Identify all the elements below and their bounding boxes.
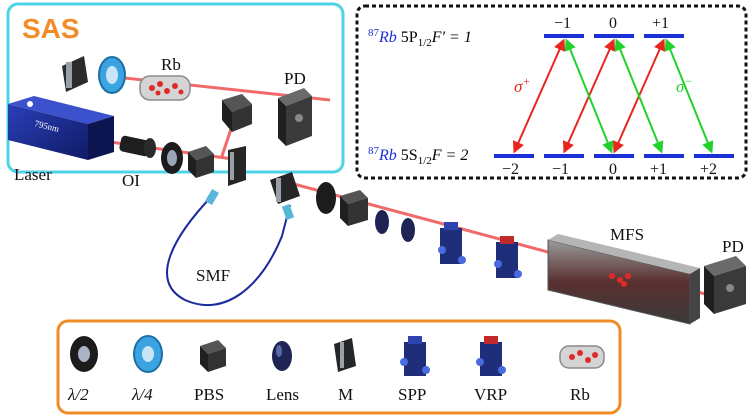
optical-isolator-icon (119, 135, 156, 158)
oi-label: OI (122, 171, 140, 190)
mfs-label: MFS (610, 225, 644, 244)
main-lens-2-icon (401, 218, 415, 242)
legend-label-7: Rb (570, 385, 590, 404)
main-wave-plate-2-icon (316, 182, 336, 214)
lower-mf-label-4: +2 (700, 161, 717, 178)
sas-pd-icon (278, 88, 312, 146)
main-half-wave-plate-icon (161, 142, 183, 174)
legend-label-1: λ/4 (131, 385, 153, 404)
upper-mf-label-1: 0 (609, 15, 617, 32)
sas-pd-label: PD (284, 69, 306, 88)
lower-mf-label-0: −2 (502, 161, 519, 178)
sigma-minus-label: σ− (676, 74, 693, 96)
legend-label-2: PBS (194, 385, 224, 404)
main-pbs-icon (188, 146, 214, 178)
lower-mf-label-1: −1 (552, 161, 569, 178)
fiber-coupler-mirror-icon (270, 172, 300, 204)
upper-state-label: 87Rb 5P1/2F′ = 1 (368, 27, 472, 49)
sigma-plus-label: σ+ (514, 74, 531, 96)
main-path-optics (316, 182, 522, 278)
sas-quarter-wave-plate-icon (98, 56, 126, 94)
sas-pbs-icon (222, 94, 252, 132)
energy-level-diagram: 87Rb 5P1/2F′ = 1 87Rb 5S1/2F = 2 −1 0 +1… (355, 4, 748, 180)
single-mode-fiber (166, 188, 295, 306)
component-legend: λ/2 λ/4 PBS Lens (56, 319, 622, 415)
sas-mirror-icon (62, 56, 88, 92)
main-mirror-icon (228, 146, 246, 186)
legend-border (56, 319, 622, 415)
spp-icon (400, 336, 430, 376)
laser-unit: 795nm (8, 96, 114, 160)
main-pd-label: PD (722, 237, 744, 256)
level-diagram-border (355, 4, 748, 180)
main-pbs-2-icon (340, 190, 368, 226)
magnetic-field-shield-icon (547, 234, 700, 325)
legend-item-mirror: M (334, 338, 356, 404)
main-vrp-icon (494, 236, 522, 278)
main-spp-icon (438, 222, 466, 264)
legend-label-0: λ/2 (67, 385, 89, 404)
legend-label-5: SPP (398, 385, 426, 404)
main-lens-icon (375, 210, 389, 234)
sigma-plus-arrow-1 (512, 38, 566, 154)
legend-item-vrp: VRP (474, 336, 507, 404)
laser-label: Laser (14, 165, 52, 184)
sigma-minus-arrow-3 (664, 38, 714, 154)
sigma-minus-arrow-1 (564, 38, 614, 154)
sas-title: SAS (22, 13, 80, 44)
half-wave-plate-icon (70, 336, 98, 372)
legend-item-rb-cell: Rb (559, 345, 605, 404)
legend-label-6: VRP (474, 385, 507, 404)
legend-item-spp: SPP (398, 336, 430, 404)
sigma-minus-arrow-2 (614, 38, 664, 154)
rb-cell-icon (559, 345, 605, 369)
pbs-cube-icon (200, 340, 226, 372)
upper-mf-label-2: +1 (652, 15, 669, 32)
sas-rb-label: Rb (161, 55, 181, 74)
sigma-minus-transitions (564, 38, 714, 154)
vrp-icon (476, 336, 506, 376)
mirror-icon (334, 338, 356, 372)
lower-mf-label-2: 0 (609, 161, 617, 178)
lower-mf-label-3: +1 (650, 161, 667, 178)
legend-item-pbs: PBS (194, 340, 226, 404)
quarter-wave-plate-icon (133, 335, 163, 373)
smf-label: SMF (196, 266, 230, 285)
legend-item-quarter-wave-plate: λ/4 (131, 335, 163, 404)
legend-item-lens: Lens (266, 341, 299, 404)
lower-state-label: 87Rb 5S1/2F = 2 (368, 145, 468, 167)
legend-label-3: Lens (266, 385, 299, 404)
upper-mf-label-0: −1 (554, 15, 571, 32)
sas-rb-cell-icon (139, 75, 191, 101)
main-pd-icon (704, 256, 746, 314)
legend-item-half-wave-plate: λ/2 (67, 336, 98, 404)
lens-icon (272, 341, 292, 371)
legend-label-4: M (338, 385, 353, 404)
